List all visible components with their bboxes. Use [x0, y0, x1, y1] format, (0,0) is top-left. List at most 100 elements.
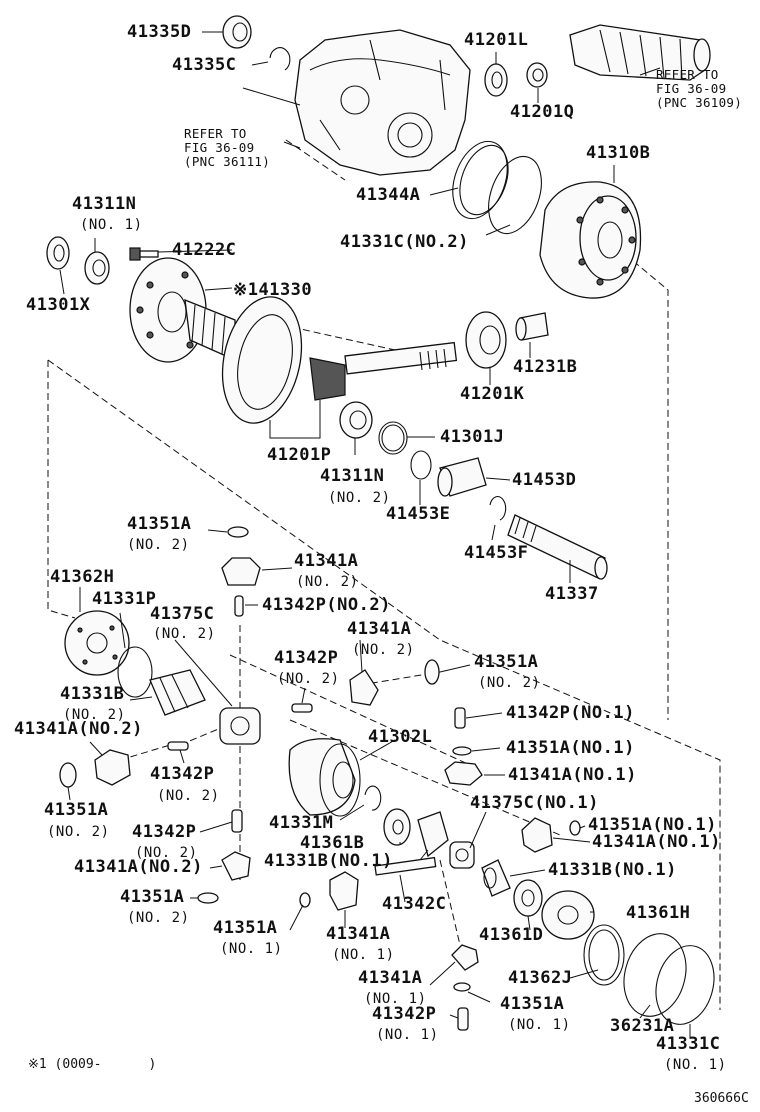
part-41231B-drawing [515, 312, 549, 341]
label-41302L: 41302L [368, 727, 433, 747]
label-41310B: 41310B [586, 143, 651, 163]
label-41342P-e: 41342P [372, 1004, 437, 1024]
part-41201K-drawing [465, 311, 507, 369]
part-41342P-no1-drawing-a [454, 707, 466, 729]
label-41342P-no1-a: 41342P(NO.1) [506, 703, 635, 723]
part-41341A-no1-drawing-b [329, 871, 359, 911]
label-41331B-no1-a: 41331B(NO.1) [264, 851, 393, 871]
label-41331C-no2: 41331C(NO.2) [340, 232, 469, 252]
label-36231A: 36231A [610, 1016, 675, 1036]
part-41342P-no2-drawing-a [234, 595, 244, 617]
part-41342C-drawing [374, 856, 437, 876]
part-41351A-no1-drawing-c [569, 820, 581, 836]
part-41351A-no2-drawing-b [424, 659, 440, 685]
label-41341A-b-qualifier: (NO. 2) [352, 642, 415, 658]
label-41361D: 41361D [479, 925, 544, 945]
label-41351A-no1-a: 41351A(NO.1) [506, 738, 635, 758]
label-41331B-no2-qualifier: (NO. 2) [63, 707, 126, 723]
label-41341A-c: 41341A [326, 924, 391, 944]
part-41342P-no2-drawing-c [167, 741, 189, 751]
label-41351A-a: 41351A [127, 514, 192, 534]
part-41341A-no1-drawing-d [451, 944, 479, 971]
label-41453F: 41453F [464, 543, 529, 563]
label-41351A-b: 41351A [474, 652, 539, 672]
label-41341A-b: 41341A [347, 619, 412, 639]
part-36231A-drawing [623, 933, 687, 1017]
part-41331B-no2-drawing-a [149, 669, 206, 716]
label-41375C-no2-qualifier: (NO. 2) [153, 626, 216, 642]
part-41342P-no1-drawing-b [457, 1007, 469, 1031]
label-41342P-c-qualifier: (NO. 2) [157, 788, 220, 804]
part-41331C-no2-drawing [488, 155, 542, 235]
part-41331B-no1-drawing-a [417, 811, 449, 858]
label-41351A-e: 41351A [213, 918, 278, 938]
part-41375C-no2-drawing [219, 707, 261, 745]
part-41222C-drawing [129, 247, 159, 261]
label-41331P: 41331P [92, 589, 157, 609]
label-41341A-no2-d: 41341A(NO.2) [74, 857, 203, 877]
leader-lines [59, 31, 691, 1038]
label-41351A-c-qualifier: (NO. 2) [47, 824, 110, 840]
part-41453E-drawing [410, 450, 432, 480]
label-41351A-e-qualifier: (NO. 1) [220, 941, 283, 957]
part-41362H-drawing [64, 610, 130, 676]
transfer-case-housing [294, 29, 471, 176]
part-41337-drawing [507, 514, 608, 580]
part-41301J-drawing [378, 421, 408, 455]
part-41361B-drawing [383, 808, 411, 846]
part-41201Q-drawing [526, 62, 548, 88]
part-41335D-drawing [222, 15, 252, 49]
label-41362H: 41362H [50, 567, 115, 587]
part-41310B-drawing [539, 181, 642, 299]
part-41201L-drawing [484, 63, 508, 97]
label-41341A-no1-a: 41341A(NO.1) [508, 765, 637, 785]
part-41341A-no2-drawing-c [94, 749, 131, 786]
label-41342P-c: 41342P [150, 764, 215, 784]
label-41331M: 41331M [269, 813, 334, 833]
label-41201K: 41201K [460, 384, 525, 404]
label-41331C-no1: 41331C [656, 1034, 721, 1054]
label-41351A-d-qualifier: (NO. 2) [127, 910, 190, 926]
label-41201Q: 41201Q [510, 102, 575, 122]
part-41351A-no2-drawing-a [227, 526, 249, 538]
part-41362J-drawing [583, 924, 625, 986]
part-41341A-no1-drawing-a [444, 761, 483, 786]
label-41222C: 41222C [172, 240, 237, 260]
label-41361B: 41361B [300, 833, 365, 853]
label-41375C-no1: 41375C(NO.1) [470, 793, 599, 813]
label-41351A-c: 41351A [44, 800, 109, 820]
part-41331P-drawing [117, 646, 153, 698]
part-41301X-drawing [46, 236, 70, 270]
part-41342P-no2-drawing-d [231, 809, 243, 833]
part-41351A-no2-drawing-d [197, 892, 219, 904]
part-41335C-drawing [269, 47, 291, 71]
label-41311N-top: 41311N [72, 194, 137, 214]
part-41341A-no2-drawing-a [221, 557, 261, 586]
part-41302L-drawing [288, 738, 361, 817]
part-41311N-no1-drawing [84, 251, 110, 285]
label-41342P-b: 41342P [274, 648, 339, 668]
label-41342C: 41342C [382, 894, 447, 914]
label-41335D: 41335D [127, 22, 192, 42]
part-41361H-drawing [541, 890, 595, 940]
label-41375C-no2: 41375C [150, 604, 215, 624]
part-41341A-no1-drawing-c [521, 817, 553, 853]
label-41341A-c-qualifier: (NO. 1) [332, 947, 395, 963]
footnote: ※1 (0009- ) [28, 1057, 157, 1072]
label-41337: 41337 [545, 584, 599, 604]
part-41311N-no2-drawing [339, 401, 373, 439]
label-41453E: 41453E [386, 504, 451, 524]
part-41331B-no1-drawing-b [481, 859, 511, 897]
label-41342P-d-qualifier: (NO. 2) [135, 845, 198, 861]
diagram-id: 360666C [694, 1091, 749, 1106]
label-41330: ※141330 [233, 280, 313, 300]
part-41201P-drawing [221, 296, 458, 424]
part-41342P-no2-drawing-b [291, 703, 313, 713]
part-41341A-no2-drawing-d [221, 851, 251, 881]
part-41351A-no1-drawing-a [452, 746, 472, 756]
note-refer-fig-36-09-pnc-36111: REFER TO FIG 36-09 (PNC 36111) [184, 126, 271, 169]
label-41341A-no1-b: 41341A(NO.1) [592, 832, 721, 852]
label-41301J: 41301J [440, 427, 505, 447]
part-41375C-no1-drawing [449, 841, 475, 869]
